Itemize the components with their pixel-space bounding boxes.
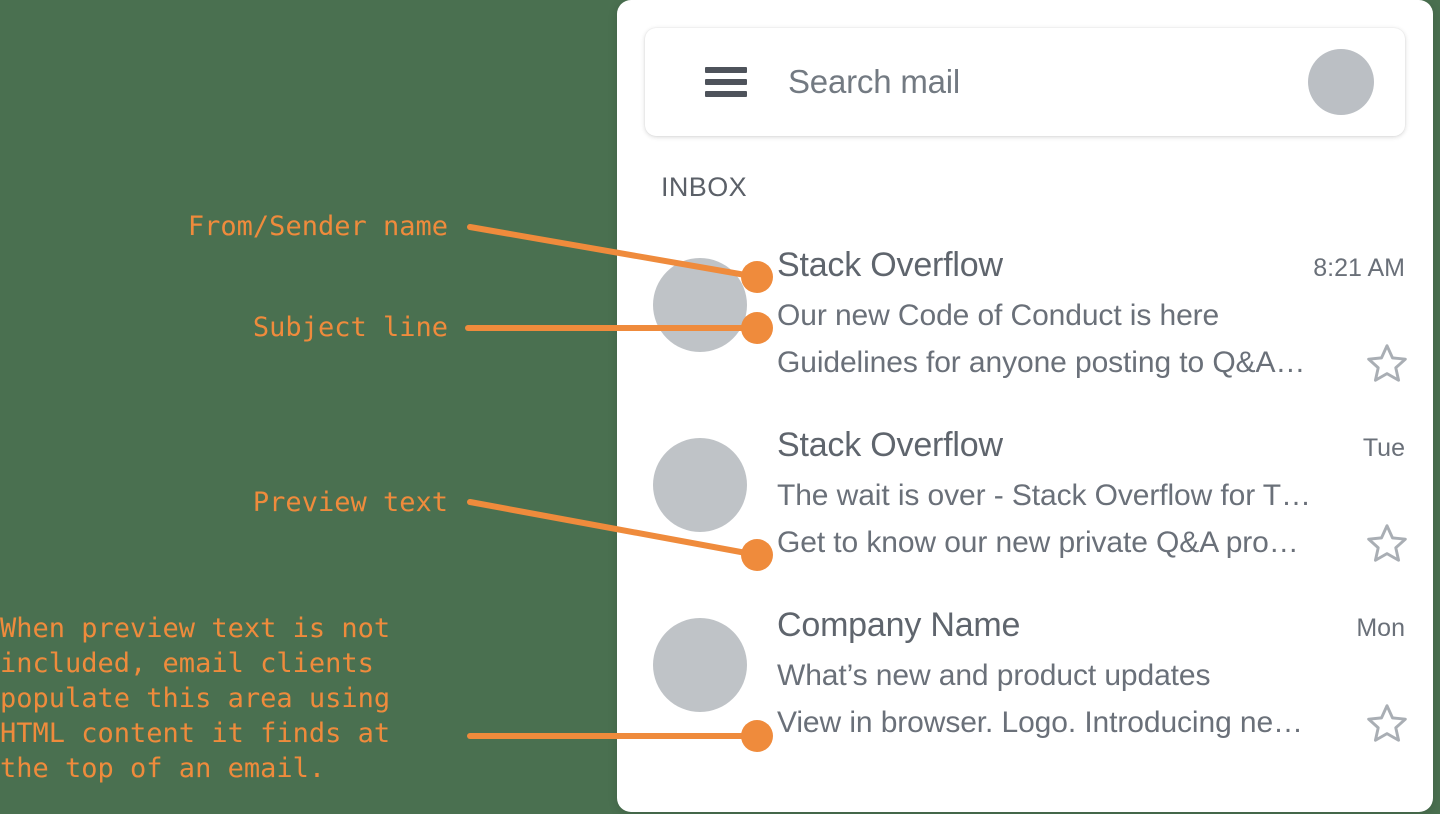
annotation-preview-text: Preview text [252, 487, 448, 518]
email-content: Company Name Mon What’s new and product … [747, 596, 1411, 746]
email-preview: View in browser. Logo. Introducing ne… [777, 706, 1303, 739]
search-bar[interactable]: Search mail [645, 28, 1405, 136]
email-list: Stack Overflow 8:21 AM Our new Code of C… [617, 236, 1433, 776]
search-input[interactable]: Search mail [788, 63, 961, 100]
email-header-line: Company Name Mon [777, 602, 1411, 652]
email-timestamp: Mon [1356, 614, 1405, 642]
email-content: Stack Overflow Tue The wait is over - St… [747, 416, 1411, 566]
email-sender: Stack Overflow [777, 426, 1003, 464]
menu-bar-2 [705, 79, 747, 85]
email-subject: The wait is over - Stack Overflow for T… [777, 479, 1311, 512]
email-sender: Stack Overflow [777, 246, 1003, 284]
star-outline-icon[interactable] [1365, 701, 1409, 745]
email-row[interactable]: Stack Overflow Tue The wait is over - St… [617, 416, 1433, 596]
menu-bar-3 [705, 91, 747, 97]
email-preview: Guidelines for anyone posting to Q&A… [777, 346, 1306, 379]
star-outline-icon[interactable] [1365, 521, 1409, 565]
annotation-from-sender-name: From/Sender name [187, 211, 448, 242]
menu-bar-1 [705, 67, 747, 73]
sender-avatar [653, 258, 747, 352]
email-row[interactable]: Company Name Mon What’s new and product … [617, 596, 1433, 776]
email-header-line: Stack Overflow 8:21 AM [777, 242, 1411, 292]
email-subject: Our new Code of Conduct is here [777, 299, 1220, 332]
annotation-subject-line: Subject line [252, 312, 448, 343]
sender-avatar [653, 438, 747, 532]
email-preview-line: Get to know our new private Q&A pro… [777, 519, 1411, 566]
star-outline-icon[interactable] [1365, 341, 1409, 385]
email-row[interactable]: Stack Overflow 8:21 AM Our new Code of C… [617, 236, 1433, 416]
folder-label: INBOX [661, 172, 748, 202]
account-avatar[interactable] [1308, 49, 1374, 115]
email-subject: What’s new and product updates [777, 659, 1211, 692]
email-sender: Company Name [777, 606, 1021, 644]
email-header-line: Stack Overflow Tue [777, 422, 1411, 472]
email-preview-line: View in browser. Logo. Introducing ne… [777, 699, 1411, 746]
sender-avatar [653, 618, 747, 712]
email-content: Stack Overflow 8:21 AM Our new Code of C… [747, 236, 1411, 386]
email-preview-line: Guidelines for anyone posting to Q&A… [777, 339, 1411, 386]
email-timestamp: Tue [1362, 434, 1405, 462]
mail-client-panel: Search mail INBOX Stack Overflow 8:21 AM… [617, 0, 1433, 812]
email-preview: Get to know our new private Q&A pro… [777, 526, 1299, 559]
annotation-preview-text-explanation: When preview text is not included, email… [0, 613, 391, 784]
hamburger-menu-icon[interactable] [705, 67, 747, 97]
email-timestamp: 8:21 AM [1313, 254, 1405, 282]
